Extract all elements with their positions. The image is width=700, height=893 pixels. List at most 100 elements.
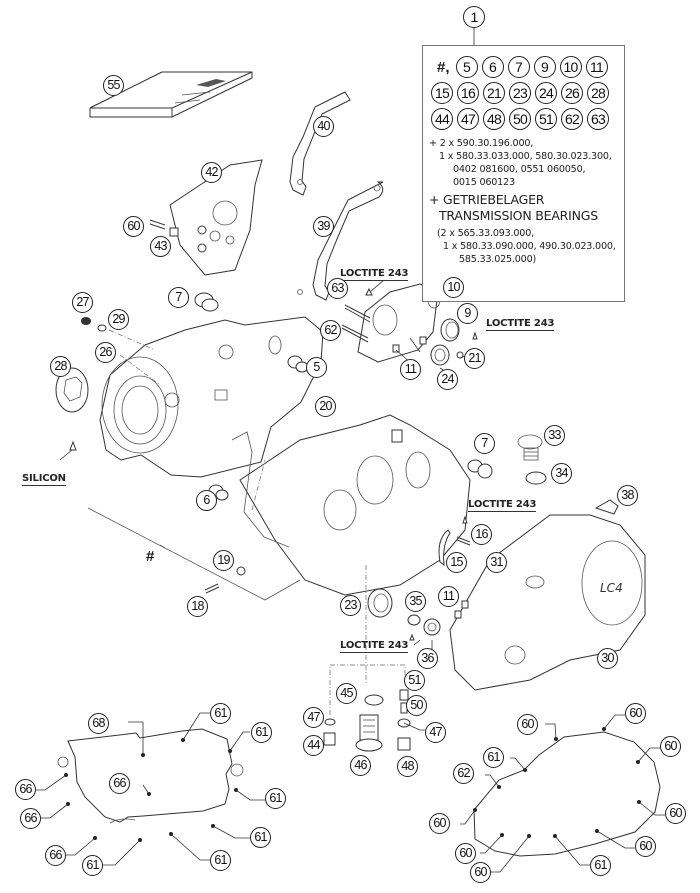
part-bushing-7-top [194,292,219,312]
part-dowels-11-low [454,600,469,619]
kit-callout: 48 [483,108,505,130]
part-bushing-7-right [467,459,493,479]
kit-row-3: 44 47 48 50 51 62 63 [431,108,609,130]
note-loctite-bolt-16: LOCTITE 243 [468,499,537,512]
part-clip-38 [594,499,619,515]
kit-row-1: #, 5 6 7 9 10 11 [437,56,608,78]
callout-61: 61 [210,703,231,724]
kit-callout: 63 [587,108,609,130]
kit-callout: 62 [561,108,583,130]
kit-row-prefix: #, [437,58,450,76]
callout-29: 29 [108,309,129,330]
part-plug-27 [81,317,107,332]
note-loctite-pin: LOCTITE 243 [486,318,555,331]
kit-row-2: 15 16 21 23 24 26 28 [431,82,609,104]
svg-text:LC4: LC4 [600,581,623,595]
callout-15: 15 [446,552,467,573]
part-bracket-15 [438,529,451,567]
callout-47-left: 47 [303,707,324,728]
kit-text-line: 0402 081600, 0551 060050, [453,164,586,175]
callout-60: 60 [429,813,450,834]
part-oring-45 [364,694,384,706]
callout-18: 18 [187,596,208,617]
part-oring-35 [407,614,421,626]
callout-66: 66 [109,773,130,794]
part-left-crankcase [99,316,324,478]
callout-60: 60 [660,736,681,757]
silicon-leader [59,449,73,461]
callout-11: 11 [400,359,421,380]
callout-51: 51 [404,670,425,691]
callout-16: 16 [471,524,492,545]
part-plug-44 [323,732,336,746]
part-bearing-36 [423,618,441,636]
callout-60: 60 [470,862,491,883]
part-gasket-left [57,728,244,824]
callout-50: 50 [406,695,427,716]
kit-callout: 11 [585,56,608,78]
kit-callout: 7 [507,56,530,78]
callout-47-right: 47 [425,722,446,743]
callout-61: 61 [251,722,272,743]
callout-38: 38 [617,485,638,506]
kit-callout: 21 [483,82,505,104]
part-washer-19 [236,566,246,576]
callout-39: 39 [313,216,334,237]
callout-66: 66 [20,808,41,829]
callout-1: 1 [463,6,485,28]
part-bolt-60-top [149,219,179,237]
callout-7-right: 7 [474,433,495,454]
callout-20: 20 [315,396,336,417]
callout-27: 27 [72,292,93,313]
kit-callout: 15 [431,82,453,104]
callout-28: 28 [50,356,71,377]
note-silicon: SILICON [22,473,66,486]
part-oring-34 [525,471,547,485]
part-washer-47-left [324,718,336,726]
note-loctite-filter: LOCTITE 243 [340,640,409,653]
callout-43: 43 [150,236,171,257]
part-manual-booklet [89,71,253,118]
callout-23: 23 [340,595,361,616]
kit-text-line: 0015 060123 [453,177,515,188]
gasket-right-leaders [460,714,665,873]
part-bolt-18 [204,583,220,594]
part-right-crankcase [231,414,471,596]
kit-callout: 9 [533,56,556,78]
callout-11-lower: 11 [438,586,459,607]
part-sleeve-5 [287,355,309,373]
gasket-left-leaders [35,712,265,866]
callout-60: 60 [123,216,144,237]
callout-9: 9 [457,303,478,324]
part-gear-9 [440,318,460,342]
part-bearing-23 [367,588,393,618]
callout-61: 61 [483,747,504,768]
callout-60: 60 [635,836,656,857]
callout-45: 45 [336,683,357,704]
callout-6: 6 [196,490,217,511]
callout-46: 46 [350,755,371,776]
callout-40: 40 [313,116,334,137]
part-bracket-40 [289,91,351,196]
kit-callout: 26 [561,82,583,104]
kit-callout: 10 [559,56,582,78]
callout-63: 63 [327,278,348,299]
kit-hash-marker: # [146,548,155,565]
part-gasket-right [473,731,661,857]
callout-36: 36 [417,648,438,669]
callout-60: 60 [455,843,476,864]
kit-contents-box: #, 5 6 7 9 10 11 15 16 21 23 24 26 28 44… [422,45,625,302]
callout-62: 62 [320,320,341,341]
part-cover-42 [169,159,263,276]
kit-callout: 5 [455,56,478,78]
callout-61: 61 [250,827,271,848]
kit-callout: 23 [509,82,531,104]
callout-21: 21 [464,348,485,369]
part-oil-pump-10 [341,283,441,363]
kit-text-line: 1 x 580.33.033.000, 580.30.023.300, [439,151,612,162]
callout-44: 44 [303,735,324,756]
kit-callout: 47 [457,108,479,130]
part-dowels-11-top [392,336,427,353]
callout-48: 48 [397,756,418,777]
callout-61: 61 [82,855,103,876]
